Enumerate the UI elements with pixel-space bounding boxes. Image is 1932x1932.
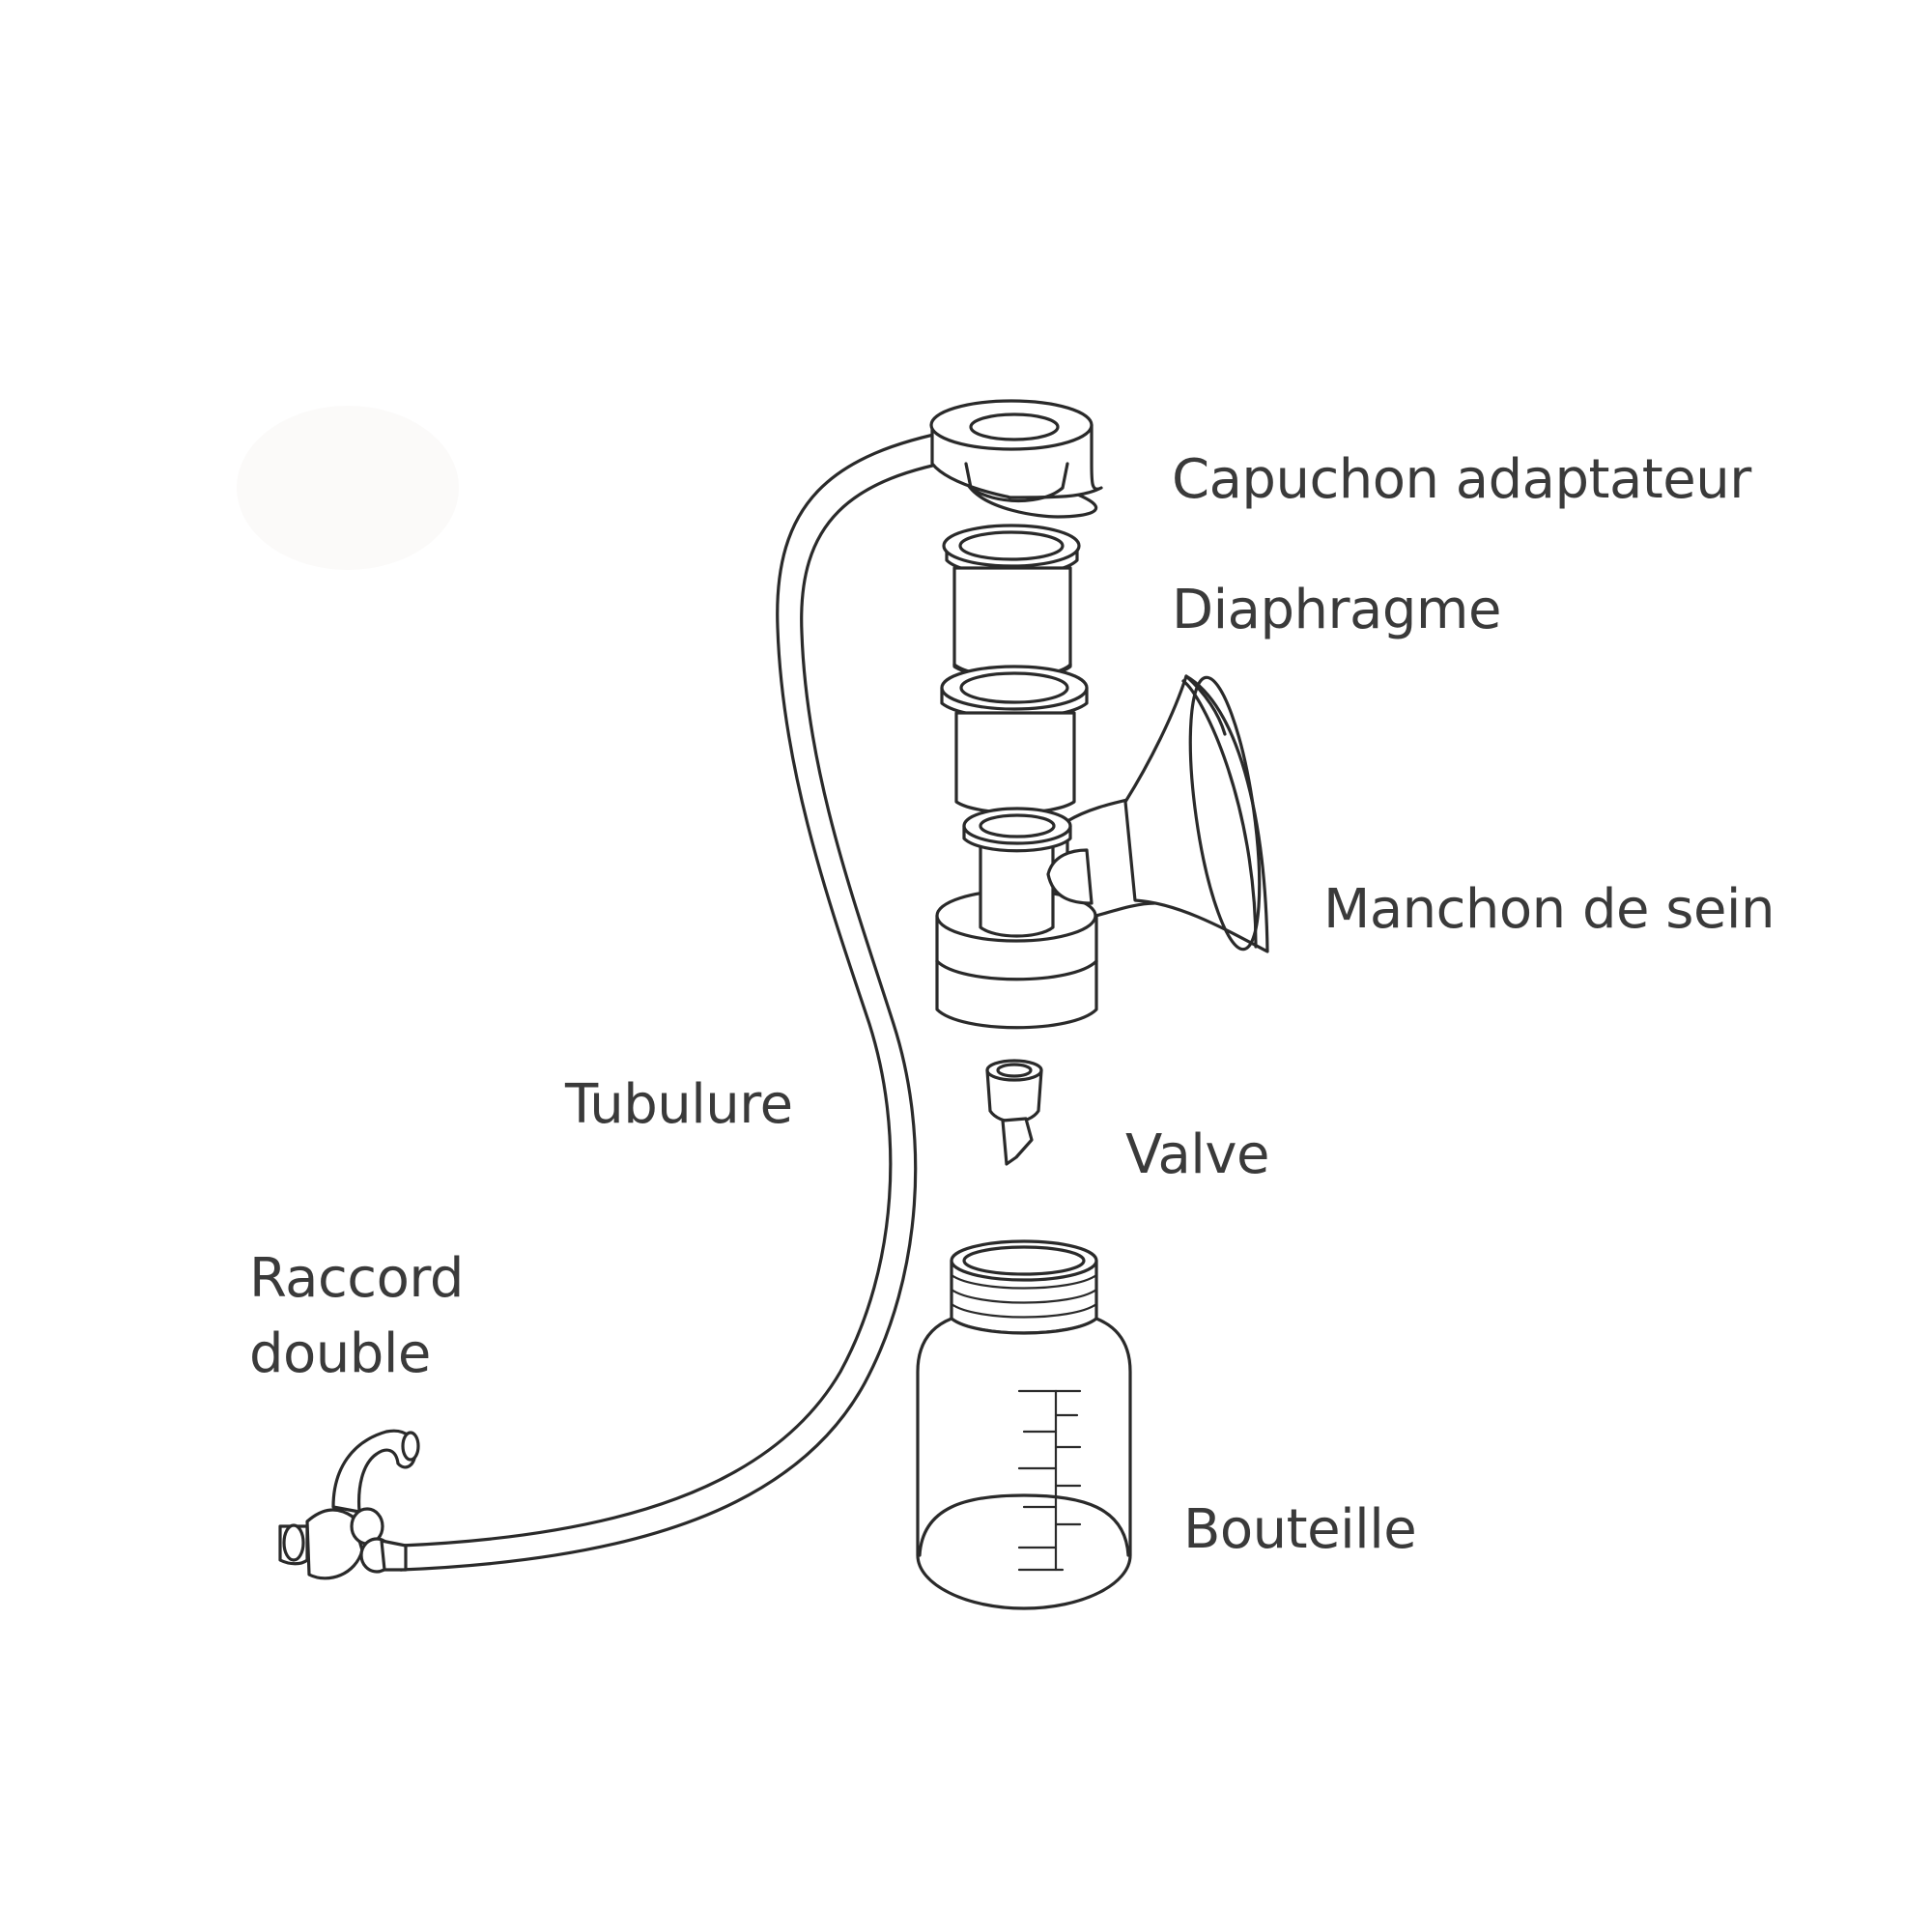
background-smudge <box>237 406 459 570</box>
label-capuchon-adaptateur: Capuchon adaptateur <box>1172 448 1751 511</box>
label-raccord-double-line2: double <box>249 1322 431 1385</box>
label-diaphragme: Diaphragme <box>1172 579 1501 641</box>
adapter-cap-part <box>929 399 1103 519</box>
label-tubulure: Tubulure <box>565 1073 793 1136</box>
valve-part <box>985 1059 1043 1166</box>
label-raccord-double-line1: Raccord <box>249 1247 464 1310</box>
breast-shield-part <box>935 566 1269 1030</box>
label-manchon-de-sein: Manchon de sein <box>1323 878 1775 941</box>
double-connector-part <box>278 1429 420 1580</box>
bottle-graduation-ticks <box>1017 1389 1082 1572</box>
bottle-part <box>916 1239 1132 1610</box>
label-valve: Valve <box>1125 1123 1269 1186</box>
label-bouteille: Bouteille <box>1183 1498 1417 1561</box>
tubing-part <box>394 428 968 1572</box>
